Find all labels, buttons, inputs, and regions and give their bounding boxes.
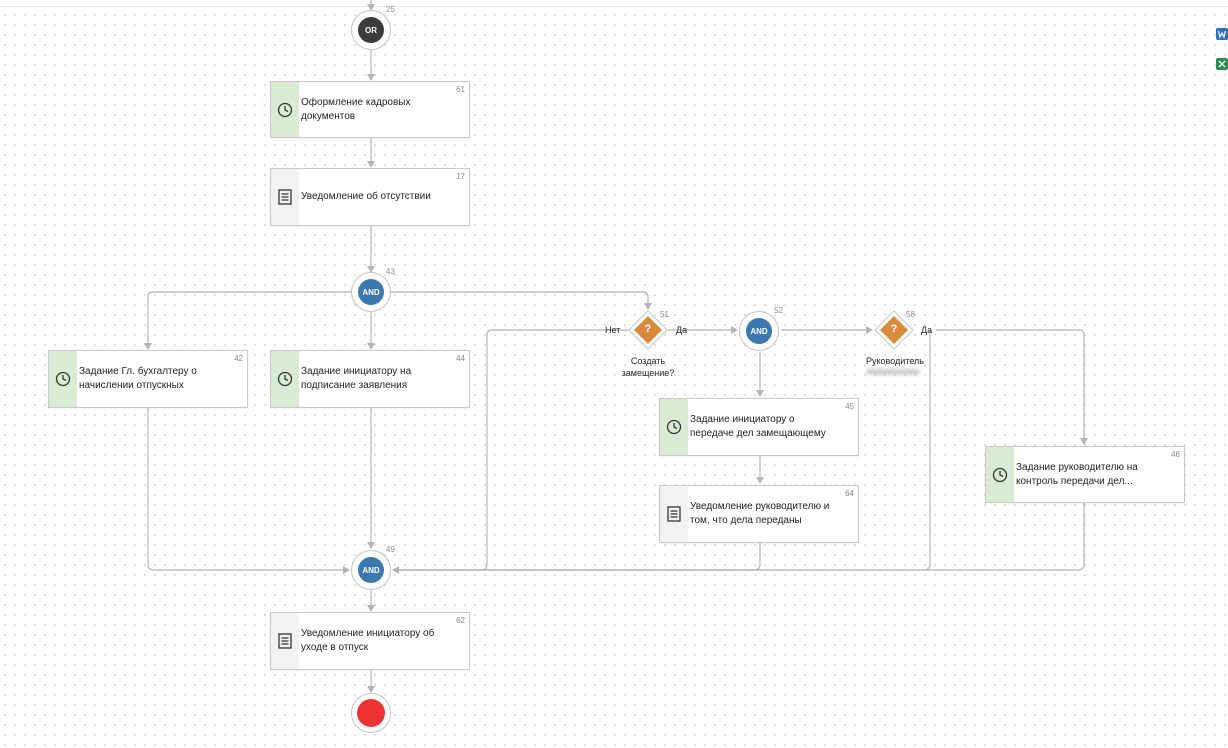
task-number: 46 — [1171, 450, 1180, 459]
and-gateway-49[interactable]: AND — [351, 550, 391, 590]
task-label: Уведомление об отсутствии — [301, 191, 431, 202]
document-icon — [660, 486, 688, 542]
task-62[interactable]: Уведомление инициатору об уходе в отпуск… — [270, 612, 470, 670]
task-number: 45 — [845, 402, 854, 411]
or-gateway-label: OR — [358, 17, 384, 43]
clock-icon — [271, 351, 299, 407]
condition-caption: Создать замещение? — [608, 355, 688, 379]
task-46[interactable]: Задание руководителю на контроль передач… — [985, 446, 1185, 503]
task-64[interactable]: Уведомление руководителю и том, что дела… — [659, 485, 859, 543]
and-gateway-label: AND — [358, 557, 384, 583]
end-event[interactable] — [351, 693, 391, 733]
gateway-number: 52 — [774, 306, 783, 315]
question-mark-icon: ? — [644, 323, 652, 335]
task-label: Задание инициатору о передаче дел замеща… — [690, 414, 826, 439]
task-number: 61 — [456, 85, 465, 94]
document-icon — [271, 169, 299, 225]
gateway-number: 49 — [386, 545, 395, 554]
and-gateway-43[interactable]: AND — [351, 272, 391, 312]
task-44[interactable]: Задание инициатору на подписание заявлен… — [270, 350, 470, 408]
task-17[interactable]: Уведомление об отсутствии 17 — [270, 168, 470, 226]
task-number: 64 — [845, 489, 854, 498]
clock-icon — [986, 447, 1014, 502]
edge-43-51 — [391, 291, 652, 310]
task-label: Оформление кадровых документов — [301, 96, 411, 122]
task-label: Уведомление инициатору об уходе в отпуск — [301, 628, 435, 653]
edge-58-yes-46 — [936, 329, 1088, 445]
condition-diamond-icon — [628, 310, 668, 350]
task-label: Задание руководителю на контроль передач… — [1016, 461, 1138, 487]
top-toolbar-border — [0, 0, 1228, 7]
condition-diamond-icon — [874, 310, 914, 350]
word-export-icon[interactable] — [1214, 26, 1228, 42]
task-label: Уведомление руководителю и том, что дела… — [690, 501, 830, 526]
branch-yes-label: Да — [676, 325, 688, 335]
edge-42-49 — [147, 408, 350, 574]
task-number: 44 — [456, 354, 465, 363]
excel-export-icon[interactable] — [1214, 56, 1228, 72]
task-label: Задание Гл. бухгалтеру о начислении отпу… — [79, 366, 197, 391]
task-number: 17 — [456, 172, 465, 181]
end-event-circle — [357, 699, 385, 727]
gateway-number: 25 — [386, 5, 395, 14]
task-42[interactable]: Задание Гл. бухгалтеру о начислении отпу… — [48, 350, 248, 408]
task-61[interactable]: Оформление кадровых документов 61 — [270, 81, 470, 138]
clock-icon — [49, 351, 77, 407]
condition-caption: Руководитель — [856, 355, 934, 367]
condition-58[interactable]: ? — [874, 310, 914, 350]
question-mark-icon: ? — [890, 323, 898, 335]
branch-yes-label: Да — [921, 325, 933, 335]
condition-number: 58 — [906, 310, 915, 319]
edge-64-49 — [393, 543, 761, 571]
condition-caption-line: Создать — [630, 356, 666, 366]
gateway-number: 43 — [386, 267, 395, 276]
condition-caption-line: Руководитель — [866, 356, 924, 366]
edge-43-42 — [144, 291, 351, 350]
redacted-text — [866, 369, 920, 375]
task-label: Задание инициатору на подписание заявлен… — [301, 366, 412, 391]
and-gateway-label: AND — [358, 279, 384, 305]
and-gateway-52[interactable]: AND — [739, 311, 779, 351]
or-gateway-25[interactable]: OR — [351, 10, 391, 50]
branch-no-label: Нет — [605, 325, 621, 335]
task-number: 42 — [234, 354, 243, 363]
condition-number: 51 — [660, 310, 669, 319]
clock-icon — [660, 399, 688, 455]
condition-51[interactable]: ? — [628, 310, 668, 350]
and-gateway-label: AND — [746, 318, 772, 344]
edge-46-49 — [393, 503, 1085, 571]
task-number: 62 — [456, 616, 465, 625]
task-45[interactable]: Задание инициатору о передаче дел замеща… — [659, 398, 859, 456]
condition-caption-line: замещение? — [621, 368, 675, 378]
clock-icon — [271, 82, 299, 137]
document-icon — [271, 613, 299, 669]
